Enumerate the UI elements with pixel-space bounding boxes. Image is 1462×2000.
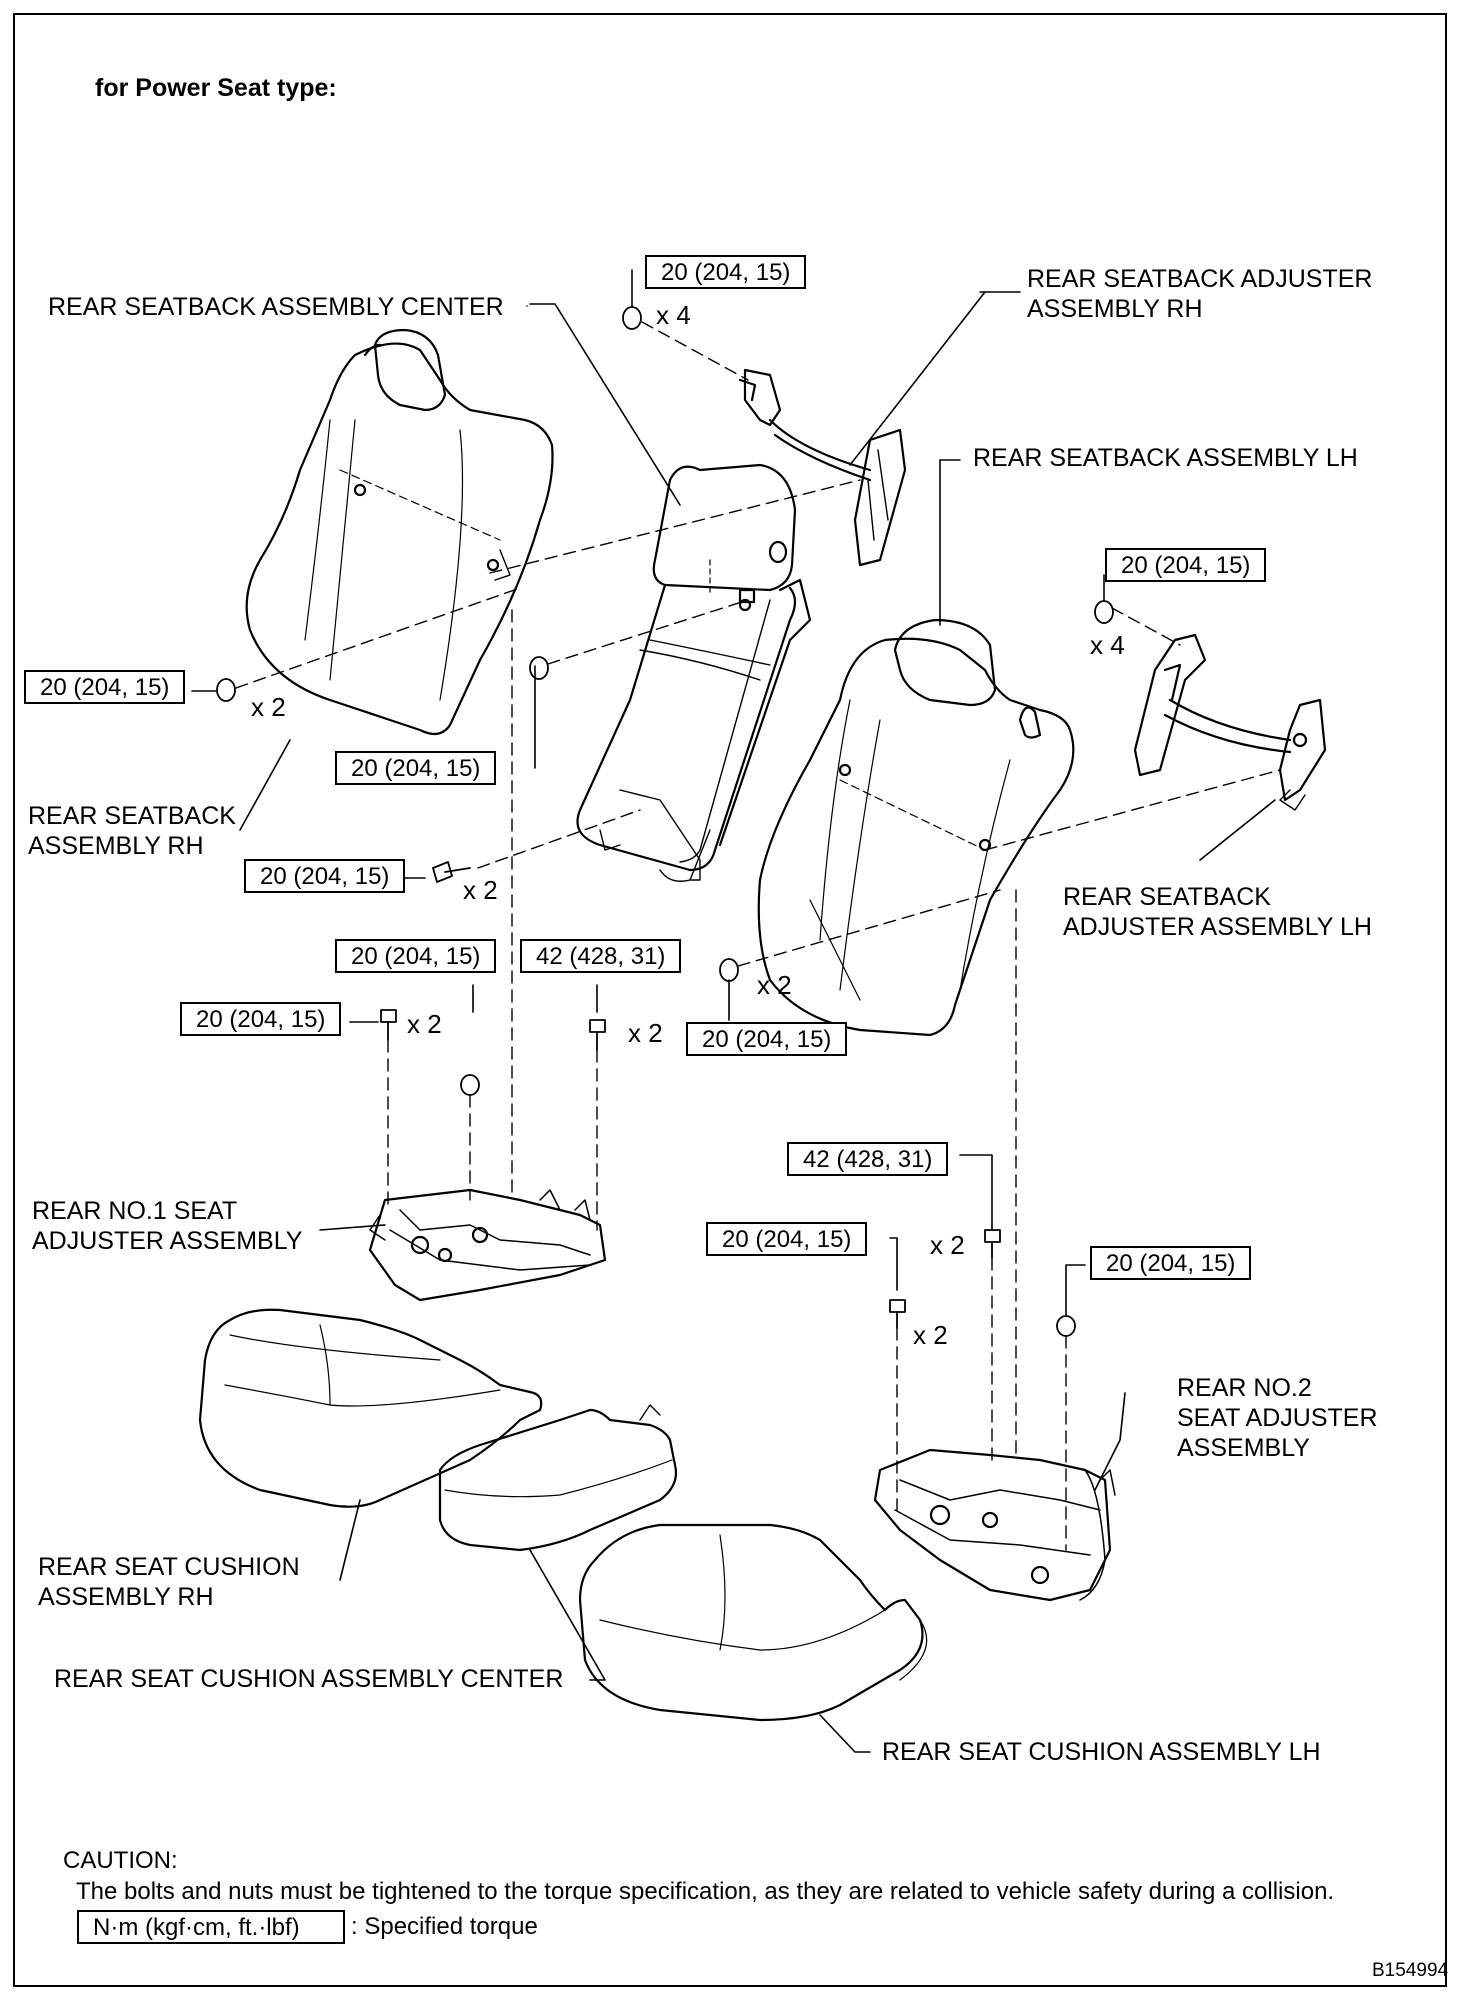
quantity-label: x 2: [251, 692, 286, 722]
page-heading: for Power Seat type:: [95, 74, 337, 102]
label-line: REAR NO.1 SEAT: [32, 1197, 238, 1225]
quantity-label: x 2: [463, 875, 498, 905]
seatback-rh-drawing: [245, 328, 554, 736]
torque-box: 20 (204, 15): [645, 255, 807, 289]
torque-box: 20 (204, 15): [244, 859, 406, 893]
label-seatback-rh: REAR SEATBACK ASSEMBLY RH: [28, 801, 236, 861]
torque-box: 20 (204, 15): [706, 1222, 868, 1256]
label-line: ASSEMBLY: [1177, 1434, 1310, 1462]
label-line: ASSEMBLY RH: [38, 1583, 214, 1611]
label-seat-cushion-center: REAR SEAT CUSHION ASSEMBLY CENTER: [54, 1665, 564, 1693]
quantity-label: x 4: [656, 300, 691, 330]
seatback-adjuster-rh-drawing: [738, 368, 907, 567]
label-no2-seat-adjuster: REAR NO.2 SEAT ADJUSTER ASSEMBLY: [1177, 1373, 1378, 1463]
seat-cushion-lh-drawing: [578, 1523, 928, 1722]
alignment-lines: [235, 321, 1281, 1551]
seatback-lh-drawing: [757, 618, 1075, 1037]
label-line: ASSEMBLY RH: [28, 832, 204, 860]
seatback-center-drawing: [576, 463, 812, 882]
torque-box: 20 (204, 15): [24, 670, 186, 704]
quantity-label: x 2: [913, 1320, 948, 1350]
torque-box: 20 (204, 15): [686, 1022, 848, 1056]
label-line: REAR SEATBACK: [1063, 883, 1271, 911]
no2-seat-adjuster-drawing: [873, 1448, 1116, 1602]
seatback-adjuster-lh-drawing: [1133, 633, 1327, 811]
caution-text: The bolts and nuts must be tightened to …: [76, 1878, 1335, 1905]
label-line: ASSEMBLY RH: [1027, 295, 1203, 323]
no1-seat-adjuster-drawing: [368, 1188, 607, 1302]
label-line: REAR SEATBACK: [28, 802, 236, 830]
leader-lines: [191, 269, 1276, 1753]
torque-box: 42 (428, 31): [787, 1142, 949, 1176]
torque-box: 20 (204, 15): [335, 939, 497, 973]
caution-title: CAUTION:: [63, 1847, 178, 1874]
diagram-frame: [13, 13, 1447, 1987]
seat-cushion-rh-drawing: [198, 1308, 543, 1508]
label-seatback-lh: REAR SEATBACK ASSEMBLY LH: [973, 444, 1358, 472]
figure-id: B154994: [1372, 1960, 1449, 1981]
torque-box: 20 (204, 15): [335, 751, 497, 785]
quantity-label: x 2: [930, 1230, 965, 1260]
label-line: REAR SEAT CUSHION: [38, 1553, 300, 1581]
seat-cushion-center-drawing: [438, 1404, 678, 1552]
torque-legend-text: : Specified torque: [351, 1913, 538, 1940]
label-seatback-adjuster-lh: REAR SEATBACK ADJUSTER ASSEMBLY LH: [1063, 882, 1372, 942]
label-seatback-center: REAR SEATBACK ASSEMBLY CENTER: [48, 293, 504, 321]
label-line: REAR NO.2: [1177, 1374, 1312, 1402]
torque-box: 20 (204, 15): [180, 1002, 342, 1036]
torque-box: 42 (428, 31): [520, 939, 682, 973]
quantity-label: x 2: [628, 1018, 663, 1048]
torque-legend-box: N·m (kgf·cm, ft.·lbf): [77, 1910, 345, 1944]
label-line: ADJUSTER ASSEMBLY: [32, 1227, 303, 1255]
label-seat-cushion-rh: REAR SEAT CUSHION ASSEMBLY RH: [38, 1552, 300, 1612]
quantity-label: x 4: [1090, 630, 1125, 660]
label-no1-seat-adjuster: REAR NO.1 SEAT ADJUSTER ASSEMBLY: [32, 1196, 302, 1256]
label-seatback-adjuster-rh: REAR SEATBACK ADJUSTER ASSEMBLY RH: [1027, 264, 1372, 324]
quantity-label: x 2: [407, 1009, 442, 1039]
label-line: ADJUSTER ASSEMBLY LH: [1063, 913, 1372, 941]
fasteners: [216, 306, 1114, 1337]
torque-box: 20 (204, 15): [1090, 1246, 1252, 1280]
label-seat-cushion-lh: REAR SEAT CUSHION ASSEMBLY LH: [882, 1738, 1321, 1766]
quantity-label: x 2: [757, 970, 792, 1000]
label-line: REAR SEATBACK ADJUSTER: [1027, 265, 1373, 293]
label-line: SEAT ADJUSTER: [1177, 1404, 1378, 1432]
torque-box: 20 (204, 15): [1105, 548, 1267, 582]
